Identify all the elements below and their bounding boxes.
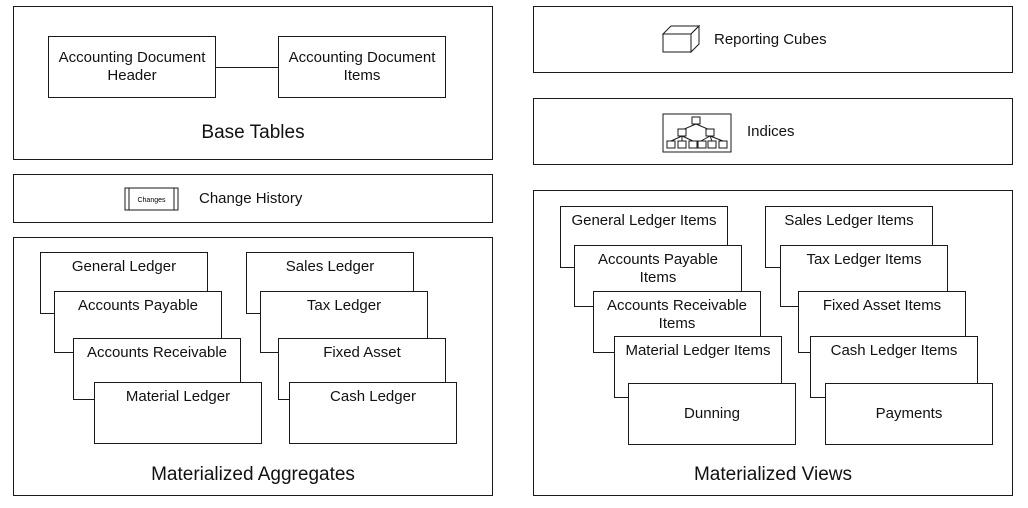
dunning-box: Dunning [628, 383, 796, 445]
accounting-document-header-box: Accounting Document Header [48, 36, 216, 98]
accounts-payable-items-label: Accounts Payable Items [597, 251, 719, 286]
material-ledger-box: Material Ledger [94, 382, 262, 444]
fixed-asset-label: Fixed Asset [323, 344, 401, 361]
reporting-cubes-label: Reporting Cubes [714, 31, 827, 48]
payments-box: Payments [825, 383, 993, 445]
change-history-label: Change History [199, 190, 303, 207]
indices-label: Indices [747, 123, 795, 140]
fixed-asset-items-label: Fixed Asset Items [822, 297, 942, 314]
accounting-document-header-label: Accounting Document Header [58, 49, 206, 84]
tax-ledger-label: Tax Ledger [306, 297, 382, 314]
material-ledger-items-label: Material Ledger Items [625, 342, 771, 359]
payments-label: Payments [875, 405, 943, 422]
accounts-receivable-items-label: Accounts Receivable Items [606, 297, 748, 332]
base-tables-caption: Base Tables [201, 122, 305, 143]
materialized-aggregates-panel: General Ledger Accounts Payable Accounts… [13, 237, 493, 496]
sales-ledger-label: Sales Ledger [285, 258, 375, 275]
change-history-panel: Changes Change History [13, 174, 493, 223]
cash-ledger-label: Cash Ledger [330, 388, 416, 405]
reporting-cubes-panel: Reporting Cubes [533, 6, 1013, 73]
materialized-views-caption: Materialized Views [693, 464, 853, 485]
dunning-label: Dunning [684, 405, 740, 422]
material-ledger-label: Material Ledger [125, 388, 231, 405]
accounting-document-items-label: Accounting Document Items [288, 49, 436, 84]
cash-ledger-box: Cash Ledger [289, 382, 457, 444]
base-tables-panel: Accounting Document Header Accounting Do… [13, 6, 493, 160]
general-ledger-label: General Ledger [71, 258, 177, 275]
cash-ledger-items-label: Cash Ledger Items [830, 342, 958, 359]
tax-ledger-items-label: Tax Ledger Items [806, 251, 922, 268]
cube-icon [661, 24, 701, 54]
accounts-receivable-label: Accounts Receivable [86, 344, 228, 361]
indices-panel: Indices [533, 98, 1013, 165]
header-items-connector [216, 67, 278, 68]
tree-index-icon [662, 113, 732, 153]
changes-icon-text: Changes [137, 197, 166, 204]
changes-scroll-icon: Changes [124, 187, 179, 211]
accounting-document-items-box: Accounting Document Items [278, 36, 446, 98]
sales-ledger-items-label: Sales Ledger Items [784, 212, 914, 229]
materialized-views-panel: General Ledger Items Accounts Payable It… [533, 190, 1013, 496]
accounts-payable-label: Accounts Payable [77, 297, 199, 314]
general-ledger-items-label: General Ledger Items [571, 212, 717, 229]
materialized-aggregates-caption: Materialized Aggregates [151, 464, 355, 485]
